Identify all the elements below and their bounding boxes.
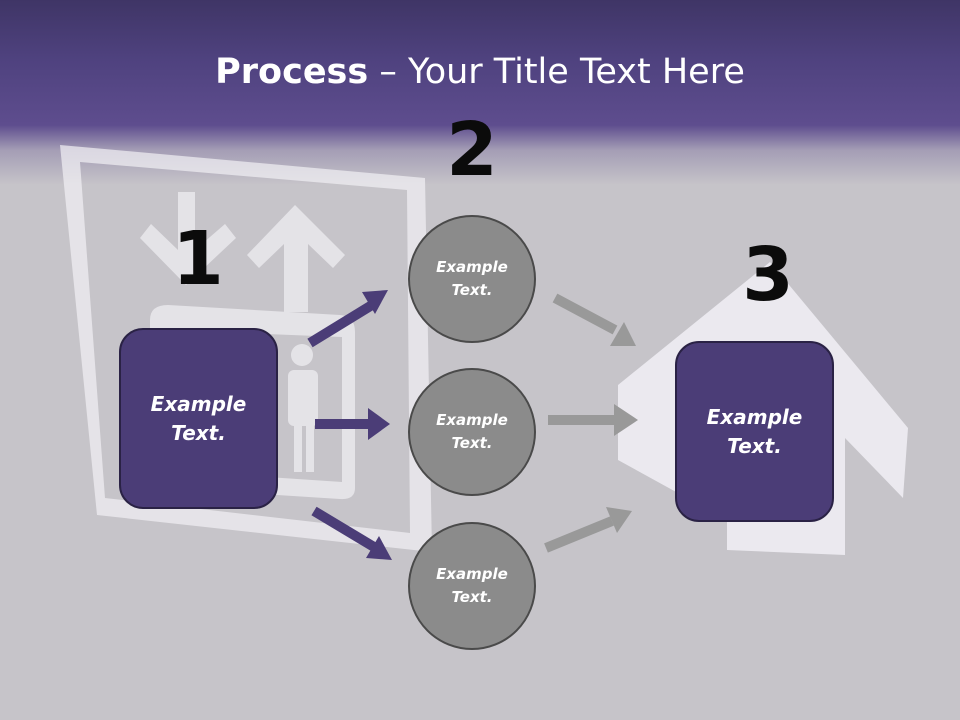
title-rest: – Your Title Text Here [368,52,745,92]
arrow-from-circle-1 [552,293,618,335]
arrow-to-circle-3 [311,506,377,552]
arrow-to-circle-1 [307,300,375,348]
step-1-text: Example Text. [150,391,247,445]
step-number-1: 1 [172,216,224,302]
step-number-2: 2 [446,107,498,193]
step-1-box: Example Text. [119,328,278,509]
arrow-head-5 [614,404,638,436]
step-2-circle-2: Example Text. [408,368,536,496]
arrow-head-1 [362,290,388,314]
arrow-head-3 [366,536,392,560]
step-number-3: 3 [742,232,794,318]
arrow-from-circle-3 [544,516,614,553]
step-3-box: Example Text. [675,341,834,522]
title-bold: Process [215,52,369,92]
circle-2-text: Example Text. [436,411,508,452]
step-2-circle-3: Example Text. [408,522,536,650]
arrow-head-2 [368,408,390,440]
slide-title: Process – Your Title Text Here [0,52,960,92]
purple-arrows [307,290,392,560]
circle-1-text: Example Text. [436,258,508,299]
step-2-circle-1: Example Text. [408,215,536,343]
circle-3-text: Example Text. [436,565,508,606]
step-3-text: Example Text. [706,404,803,458]
arrow-head-4 [610,322,636,346]
gray-arrows [544,293,638,553]
arrow-head-6 [606,507,632,533]
